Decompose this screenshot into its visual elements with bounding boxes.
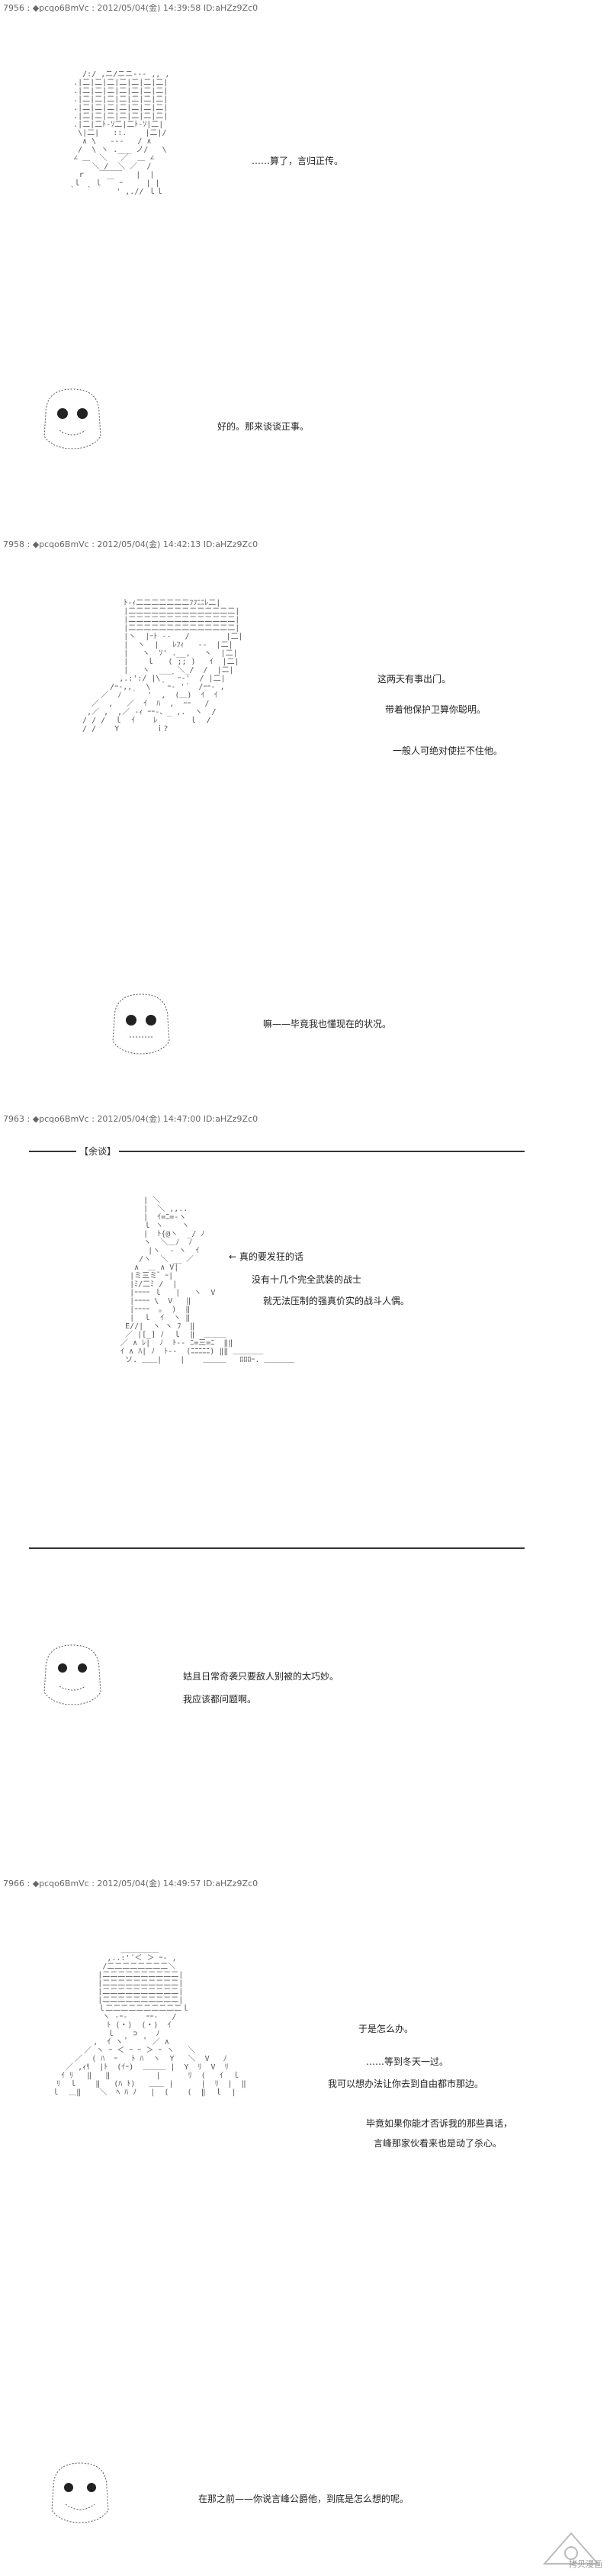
aside-label: 【余谈】 <box>76 1145 120 1158</box>
post-7963: 7963 : ◆pcqo6BmVc : 2012/05/04(金) 14:47:… <box>0 1113 610 1876</box>
aside-bottom-rule <box>29 1547 525 1549</box>
dialogue-line: 姑且日常奇袭只要敌人别被的太巧妙。 <box>183 1671 339 1682</box>
post-header: 7958 : ◆pcqo6BmVc : 2012/05/04(金) 14:42:… <box>3 539 258 549</box>
post-7956: 7956 : ◆pcqo6BmVc : 2012/05/04(金) 14:39:… <box>0 2 610 536</box>
ascii-art-character: ﾄ-ｨ二二二二二二二ﾌﾌﾆﾆﾚ二| |二二二二二二二二二二二二二二| |二二二二… <box>82 599 243 733</box>
dialogue-line: 就无法压制的强真价实的战斗人偶。 <box>263 1296 410 1306</box>
ascii-art-character: ＿＿＿＿＿ ,..:'´＜ ＞ ｰ- , /二二二二二二二二＼ |二二二二二二二… <box>52 1946 246 2097</box>
dialogue-line: ……算了，言归正传。 <box>252 156 344 166</box>
post-header: 7966 : ◆pcqo6BmVc : 2012/05/04(金) 14:49:… <box>3 1879 258 1889</box>
dialogue-line: 我可以想办法让你去到自由都市那边。 <box>328 2079 484 2089</box>
round-face-character <box>43 1644 101 1705</box>
dialogue-line: 言峰那家伙看来也是动了杀心。 <box>374 2138 502 2149</box>
round-face-character <box>43 388 101 449</box>
post-7958: 7958 : ◆pcqo6BmVc : 2012/05/04(金) 14:42:… <box>0 538 610 1110</box>
dialogue-line: 我应该都问题啊。 <box>183 1694 257 1705</box>
watermark-text: 拷贝漫画 <box>569 2559 602 2569</box>
round-face-character <box>112 993 170 1055</box>
dialogue-line: 这两天有事出门。 <box>377 674 451 684</box>
round-face-character <box>51 2462 109 2523</box>
dialogue-line: ……等到冬天一过。 <box>366 2056 449 2067</box>
dialogue-line: 好的。那来谈谈正事。 <box>217 421 310 432</box>
ascii-art-character: /:/ ,ニ/ニニ‐-- ,, , .|二|二|二|二|二|二|二| .|二|二… <box>69 70 170 196</box>
dialogue-line: 带着他保护卫算你聪明。 <box>385 704 486 715</box>
post-header: 7956 : ◆pcqo6BmVc : 2012/05/04(金) 14:39:… <box>3 3 258 13</box>
dialogue-line: 在那之前——你说言峰公爵他，到底是怎么想的呢。 <box>198 2494 409 2504</box>
dialogue-line: 于是怎么办。 <box>358 2024 414 2034</box>
dialogue-line: ← 真的要发狂的话 <box>229 1251 303 1262</box>
dialogue-line: 没有十几个完全武装的战士 <box>252 1274 362 1285</box>
dialogue-line: 一般人可绝对使拦不住他。 <box>393 745 503 756</box>
dialogue-line: 嘛——毕竟我也懂现在的状况。 <box>263 1019 392 1029</box>
dialogue-line: 毕竟如果你能才否诉我的那些真话， <box>366 2118 513 2129</box>
post-header: 7963 : ◆pcqo6BmVc : 2012/05/04(金) 14:47:… <box>3 1114 258 1124</box>
post-7966: 7966 : ◆pcqo6BmVc : 2012/05/04(金) 14:49:… <box>0 1877 610 2576</box>
watermark-logo <box>542 2532 600 2565</box>
aside-top-rule <box>29 1151 525 1152</box>
ascii-art-character: | ＼ | ＼ ,,.. | ｲ=ﾆ=-ヽ ｌ ヽ ヽ | ﾄ{@ヽ _/ ﾉ … <box>120 1196 295 1364</box>
